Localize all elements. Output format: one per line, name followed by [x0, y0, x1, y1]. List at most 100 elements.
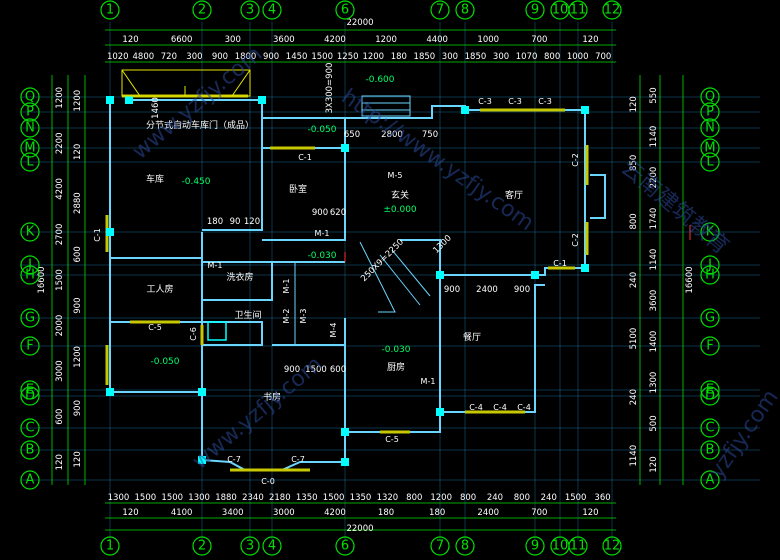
axis-label-y: L — [706, 155, 714, 170]
axis-label-y: B — [26, 443, 35, 458]
room-entrance: 玄关 — [391, 189, 409, 201]
dim-120: 120 — [244, 217, 260, 227]
dim-label: 4200 — [324, 508, 346, 518]
axis-label-x: 2 — [198, 539, 206, 554]
mark-m1-laundry: M-1 — [282, 279, 291, 294]
axis-label-y: N — [25, 121, 35, 136]
mark-c3-b: C-3 — [508, 97, 522, 106]
axis-label-y: J — [707, 258, 712, 273]
dim-label: 120 — [582, 35, 598, 45]
mark-m3: M-3 — [299, 309, 308, 324]
axis-label-y: L — [26, 155, 34, 170]
dim-label: 1500 — [311, 52, 333, 62]
axis-label-y: D — [705, 389, 715, 404]
mark-m1-dining: M-1 — [421, 377, 436, 386]
dim-label: 1250 — [337, 52, 359, 62]
room-labels: 车库 卧室 玄关 客厅 工人房 洗衣房 卫生间 餐厅 厨房 书房 分节式自动车库… — [146, 119, 523, 403]
dim-1460: 1460 — [151, 97, 161, 119]
axis-label-y: B — [706, 443, 715, 458]
axis-bubble-y — [20, 380, 40, 400]
mark-m2: M-2 — [282, 309, 291, 324]
watermark-2: 云南建筑教育 — [616, 155, 733, 259]
dim-900-bedroom: 900 — [312, 208, 328, 218]
dim-label: 1200 — [375, 35, 397, 45]
axis-label-y: G — [705, 311, 715, 326]
axis-bubble-y — [20, 470, 40, 490]
mark-m5: M-5 — [388, 171, 403, 180]
elevation-bedroom-top: -0.050 — [307, 125, 336, 135]
axis-bubble-y — [700, 386, 720, 406]
axis-label-x: 9 — [531, 539, 539, 554]
dim-label: 1140 — [629, 445, 639, 467]
dim-3x300: 3X300=900 — [325, 63, 335, 114]
axis-bubble-x — [525, 0, 545, 20]
dim-label: 4200 — [324, 35, 346, 45]
dim-label: 360 — [594, 493, 610, 503]
axis-bubble-x — [335, 536, 355, 556]
axis-bubble-y — [700, 87, 720, 107]
axis-label-x: 9 — [531, 3, 539, 18]
axis-label-y: D — [25, 389, 35, 404]
axis-label-x: 3 — [246, 3, 254, 18]
dim-label: 720 — [161, 52, 177, 62]
mark-c1-bedroom: C-1 — [298, 153, 312, 162]
axis-bubble-y — [700, 440, 720, 460]
mark-c5-kitchen: C-5 — [385, 435, 399, 444]
room-worker: 工人房 — [146, 283, 173, 295]
dim-label: 1880 — [215, 493, 237, 503]
mark-c2-bottom: C-2 — [571, 233, 580, 247]
axis-label-y: K — [706, 225, 715, 240]
dim-label: 1140 — [649, 126, 659, 148]
axis-bubble-y — [20, 336, 40, 356]
axis-label-x: 4 — [268, 3, 276, 18]
mark-m1-worker: M-1 — [208, 261, 223, 270]
mark-c2-top: C-2 — [571, 153, 580, 167]
axis-bubble-y — [20, 255, 40, 275]
dim-label: 1300 — [188, 493, 210, 503]
elevation-worker: -0.050 — [150, 357, 179, 367]
axis-bubble-y — [20, 418, 40, 438]
axis-label-x: 8 — [461, 539, 469, 554]
axis-label-y: F — [706, 339, 713, 354]
axis-bubble-y — [700, 418, 720, 438]
axis-bubble-x — [568, 536, 588, 556]
mark-c1-living: C-1 — [553, 259, 567, 268]
side-dimensions: 16600 16600 1200220042002700150020003000… — [37, 75, 695, 485]
dim-label: 700 — [531, 35, 547, 45]
dim-label: 180 — [429, 508, 445, 518]
dim-label: 1140 — [649, 249, 659, 271]
axis-label-y: P — [26, 105, 34, 120]
dim-label: 900 — [212, 52, 228, 62]
dim-label: 120 — [649, 456, 659, 472]
axis-bubble-y — [20, 222, 40, 242]
mark-c5-worker: C-5 — [148, 323, 162, 332]
room-garage: 车库 — [146, 173, 164, 185]
axis-bubble-y — [700, 118, 720, 138]
dim-label: 900 — [263, 52, 279, 62]
dim-label: 1070 — [516, 52, 538, 62]
axis-label-x: 1 — [106, 539, 114, 554]
axis-label-y: M — [24, 141, 35, 156]
dim-label: 550 — [649, 87, 659, 103]
axis-bubble-x — [430, 0, 450, 20]
axis-bubble-x — [100, 0, 120, 20]
dim-label: 120 — [73, 451, 83, 467]
dim-1500-study: 1500 — [305, 365, 327, 375]
dim-2800: 2800 — [381, 130, 403, 140]
dim-label: 800 — [514, 493, 530, 503]
dim-label: 1000 — [477, 35, 499, 45]
dim-label: 800 — [544, 52, 560, 62]
axis-bubble-x — [602, 536, 622, 556]
dim-label: 1850 — [465, 52, 487, 62]
dim-label: 1850 — [414, 52, 436, 62]
axis-bubble-y — [20, 102, 40, 122]
total-width-bottom: 22000 — [346, 524, 373, 534]
axis-bubble-y — [20, 440, 40, 460]
elevation-hall: -0.030 — [307, 251, 336, 261]
axis-bubble-x — [240, 536, 260, 556]
dim-label: 3000 — [55, 360, 65, 382]
dim-900-study: 900 — [284, 365, 300, 375]
